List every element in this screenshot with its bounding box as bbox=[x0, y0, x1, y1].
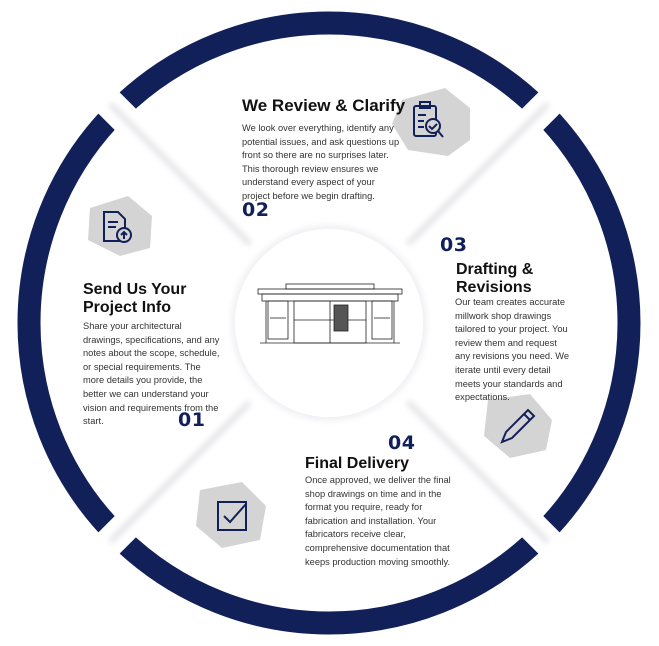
center-circle bbox=[235, 229, 423, 417]
step-04-number: 04 bbox=[388, 432, 416, 454]
millwork-building-illustration bbox=[257, 283, 403, 344]
step-04-body: Once approved, we deliver the final shop… bbox=[305, 475, 451, 567]
pencil-icon bbox=[500, 408, 536, 444]
step-04-title: Final Delivery bbox=[305, 455, 410, 472]
clipboard-check-icon bbox=[413, 101, 444, 138]
step-01-body: Share your architectural drawings, speci… bbox=[83, 321, 220, 427]
step-03-body: Our team creates accurate millwork shop … bbox=[455, 297, 570, 403]
file-upload-icon bbox=[103, 211, 132, 243]
step-02-number: 02 bbox=[242, 199, 270, 221]
step-01-number: 01 bbox=[178, 409, 206, 431]
step-02-title: We Review & Clarify bbox=[242, 96, 406, 115]
step-02-body: We look over everything, identify any po… bbox=[242, 123, 400, 201]
checkbox-icon bbox=[217, 501, 247, 531]
outer-ring bbox=[17, 11, 641, 635]
step-01-title: Send Us Your Project Info bbox=[83, 281, 187, 317]
step-03-number: 03 bbox=[440, 234, 468, 256]
step-03-title: Drafting & Revisions bbox=[456, 261, 534, 297]
